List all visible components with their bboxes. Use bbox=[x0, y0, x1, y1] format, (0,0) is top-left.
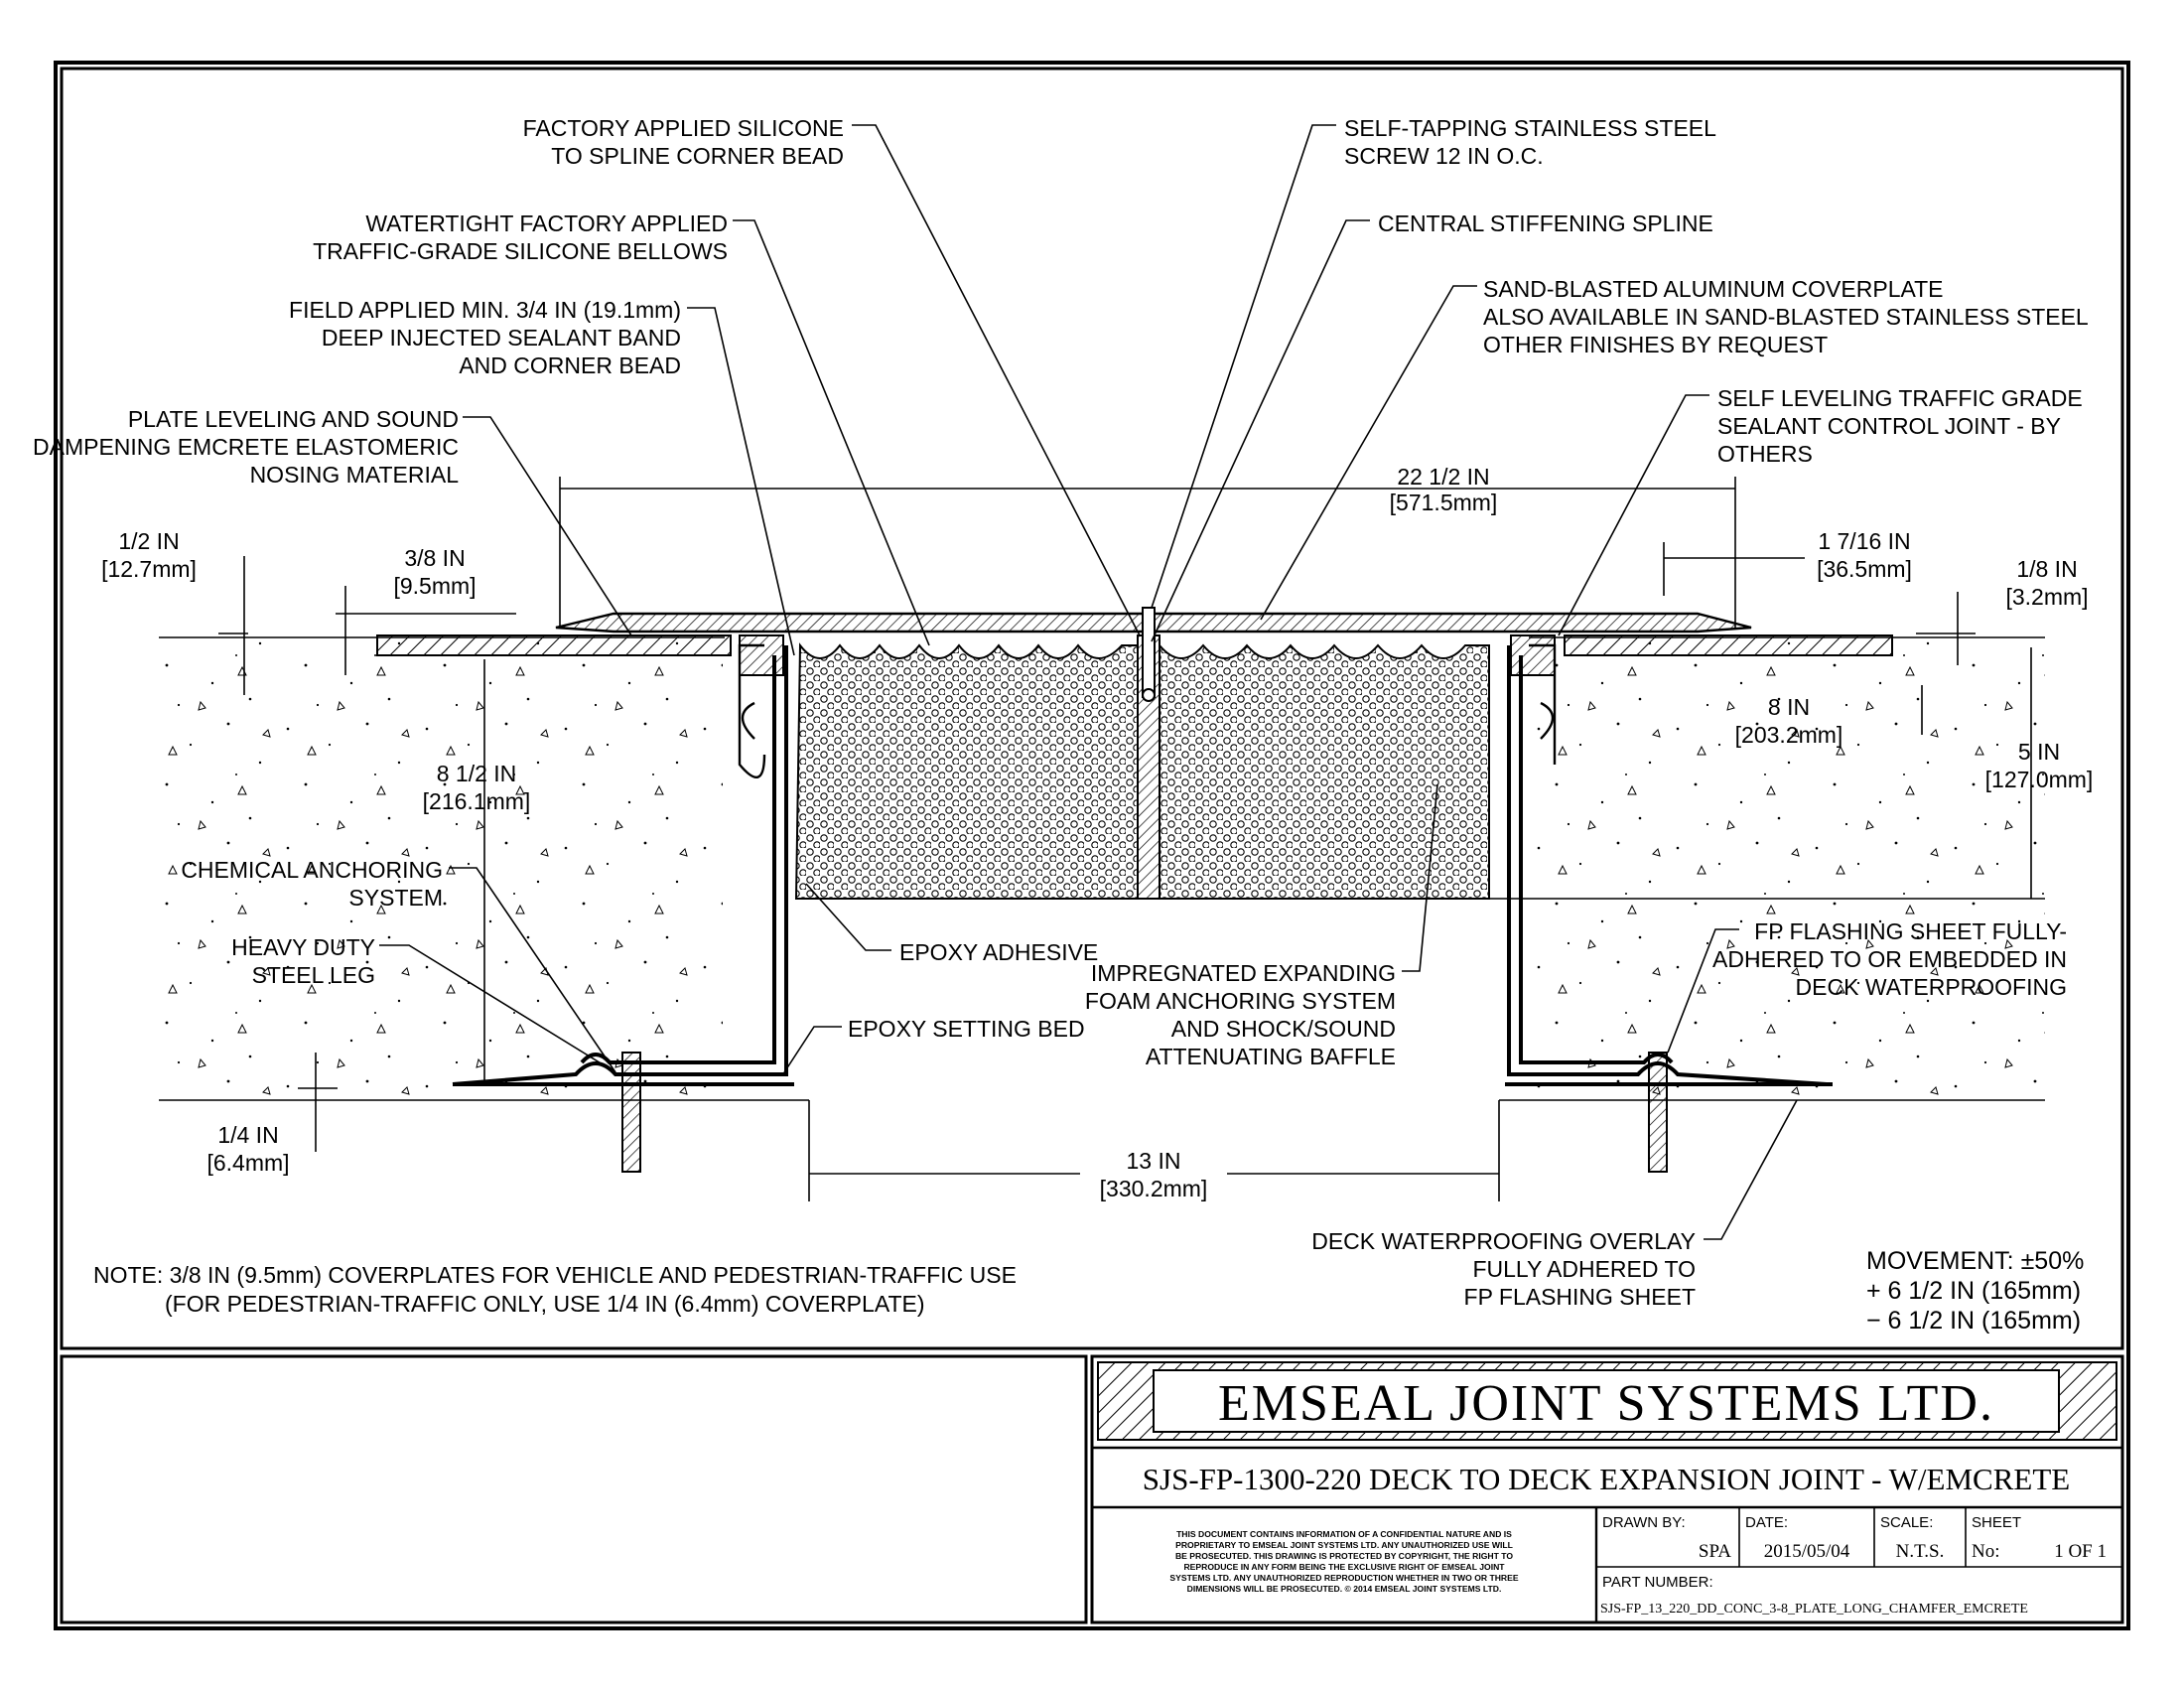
callout-silicone-l2: TO SPLINE CORNER BEAD bbox=[551, 143, 844, 169]
dim-8: 8 IN bbox=[1768, 694, 1810, 720]
dim-half-mm: [12.7mm] bbox=[101, 556, 197, 582]
callouts: FACTORY APPLIED SILICONE TO SPLINE CORNE… bbox=[33, 115, 2089, 1310]
callout-epoxy-adhesive: EPOXY ADHESIVE bbox=[899, 939, 1098, 965]
drawing-title: SJS-FP-1300-220 DECK TO DECK EXPANSION J… bbox=[1143, 1462, 2070, 1496]
dim-1-8: 1/8 IN bbox=[2016, 556, 2077, 582]
callout-flashing-l1: FP FLASHING SHEET FULLY- bbox=[1754, 918, 2067, 944]
dim-1-7-16-mm: [36.5mm] bbox=[1817, 556, 1912, 582]
left-nosing bbox=[376, 634, 732, 656]
dim-quarter: 1/4 IN bbox=[217, 1122, 278, 1148]
dim-13-mm: [330.2mm] bbox=[1100, 1176, 1208, 1201]
callout-bellows-l2: TRAFFIC-GRADE SILICONE BELLOWS bbox=[313, 238, 728, 264]
screw bbox=[1142, 607, 1156, 698]
right-anchor bbox=[1648, 1052, 1668, 1173]
callout-leg-l1: HEAVY DUTY bbox=[231, 934, 375, 960]
callout-overlay-l2: FULLY ADHERED TO bbox=[1472, 1256, 1696, 1282]
date-value: 2015/05/04 bbox=[1764, 1541, 1850, 1562]
callout-bellows-l1: WATERTIGHT FACTORY APPLIED bbox=[365, 211, 728, 236]
callout-control-l3: OTHERS bbox=[1717, 441, 1813, 467]
drawing-frame bbox=[60, 67, 2124, 1350]
callout-spline: CENTRAL STIFFENING SPLINE bbox=[1378, 211, 1713, 236]
dimension-labels: 22 1/2 IN [571.5mm] 1/2 IN [12.7mm] 3/8 … bbox=[101, 464, 2093, 1201]
note-line-1: NOTE: 3/8 IN (9.5mm) COVERPLATES FOR VEH… bbox=[93, 1262, 1017, 1288]
sheet-value: 1 OF 1 bbox=[2054, 1541, 2107, 1562]
right-foam-block bbox=[1159, 642, 1490, 900]
confidential-3: BE PROSECUTED. THIS DRAWING IS PROTECTED… bbox=[1175, 1551, 1513, 1561]
callout-overlay-l1: DECK WATERPROOFING OVERLAY bbox=[1311, 1228, 1696, 1254]
movement-title: MOVEMENT: ±50% bbox=[1866, 1247, 2084, 1275]
confidential-5: SYSTEMS LTD. ANY UNAUTHORIZED REPRODUCTI… bbox=[1169, 1573, 1518, 1583]
callout-chem-l2: SYSTEM bbox=[348, 885, 443, 911]
dim-8-half-mm: [216.1mm] bbox=[423, 788, 531, 814]
callout-leg-l2: STEEL LEG bbox=[252, 962, 375, 988]
dim-quarter-mm: [6.4mm] bbox=[206, 1150, 289, 1176]
dim-1-7-16: 1 7/16 IN bbox=[1818, 528, 1910, 554]
callout-foam-l3: AND SHOCK/SOUND bbox=[1171, 1016, 1396, 1042]
movement-minus: − 6 1/2 IN (165mm) bbox=[1866, 1307, 2081, 1335]
title-block: EMSEAL JOINT SYSTEMS LTD. SJS-FP-1300-22… bbox=[60, 1354, 2124, 1624]
company-name: EMSEAL JOINT SYSTEMS LTD. bbox=[1218, 1375, 1994, 1432]
dim-half: 1/2 IN bbox=[118, 528, 179, 554]
right-deck-slab bbox=[1529, 637, 2045, 1100]
callout-control-l2: SEALANT CONTROL JOINT - BY bbox=[1717, 413, 2061, 439]
dim-22-half-mm: [571.5mm] bbox=[1390, 490, 1498, 515]
callout-coverplate-l2: ALSO AVAILABLE IN SAND-BLASTED STAINLESS… bbox=[1483, 304, 2089, 330]
note-line-2: (FOR PEDESTRIAN-TRAFFIC ONLY, USE 1/4 IN… bbox=[165, 1291, 925, 1317]
sheet-no-label: No: bbox=[1972, 1541, 2000, 1562]
dim-1-8-mm: [3.2mm] bbox=[2005, 584, 2088, 610]
dim-8-half: 8 1/2 IN bbox=[437, 761, 517, 786]
movement-plus: + 6 1/2 IN (165mm) bbox=[1866, 1277, 2081, 1305]
scale-value: N.T.S. bbox=[1896, 1541, 1945, 1562]
callout-foam-l1: IMPREGNATED EXPANDING bbox=[1091, 960, 1396, 986]
callout-sealant-l3: AND CORNER BEAD bbox=[459, 352, 681, 378]
dim-5: 5 IN bbox=[2018, 739, 2060, 765]
drawn-by-label: DRAWN BY: bbox=[1602, 1514, 1686, 1531]
callout-epoxy-bed: EPOXY SETTING BED bbox=[848, 1016, 1085, 1042]
callout-nosing-l1: PLATE LEVELING AND SOUND bbox=[128, 406, 459, 432]
dim-5-mm: [127.0mm] bbox=[1985, 767, 2094, 792]
callout-chem-l1: CHEMICAL ANCHORING bbox=[181, 857, 443, 883]
callout-sealant-l2: DEEP INJECTED SEALANT BAND bbox=[322, 325, 681, 351]
dim-3-8: 3/8 IN bbox=[404, 545, 465, 571]
callout-silicone-l1: FACTORY APPLIED SILICONE bbox=[523, 115, 844, 141]
dim-8-mm: [203.2mm] bbox=[1735, 722, 1843, 748]
leaders bbox=[379, 124, 1798, 1240]
confidential-4: REPRODUCE IN ANY FORM BEING THE EXCLUSIV… bbox=[1183, 1562, 1505, 1572]
right-nosing bbox=[1564, 634, 1893, 656]
part-number-value: SJS-FP_13_220_DD_CONC_3-8_PLATE_LONG_CHA… bbox=[1600, 1602, 2028, 1617]
callout-foam-l4: ATTENUATING BAFFLE bbox=[1146, 1044, 1396, 1069]
confidential-6: DIMENSIONS WILL BE PROSECUTED. © 2014 EM… bbox=[1187, 1584, 1502, 1594]
callout-nosing-l2: DAMPENING EMCRETE ELASTOMERIC bbox=[33, 434, 459, 460]
left-foam-block bbox=[794, 642, 1139, 900]
sheet-label: SHEET bbox=[1972, 1514, 2021, 1531]
callout-coverplate-l3: OTHER FINISHES BY REQUEST bbox=[1483, 332, 1828, 357]
callout-sealant-l1: FIELD APPLIED MIN. 3/4 IN (19.1mm) bbox=[289, 297, 681, 323]
part-number-label: PART NUMBER: bbox=[1602, 1574, 1713, 1591]
callout-coverplate-l1: SAND-BLASTED ALUMINUM COVERPLATE bbox=[1483, 276, 1944, 302]
confidential-2: PROPRIETARY TO EMSEAL JOINT SYSTEMS LTD.… bbox=[1175, 1540, 1513, 1550]
dim-13: 13 IN bbox=[1127, 1148, 1181, 1174]
callout-screw-l2: SCREW 12 IN O.C. bbox=[1344, 143, 1544, 169]
callout-flashing-l3: DECK WATERPROOFING bbox=[1796, 974, 2067, 1000]
confidential-1: THIS DOCUMENT CONTAINS INFORMATION OF A … bbox=[1176, 1529, 1512, 1539]
callout-control-l1: SELF LEVELING TRAFFIC GRADE bbox=[1717, 385, 2083, 411]
callout-foam-l2: FOAM ANCHORING SYSTEM bbox=[1085, 988, 1396, 1014]
callout-flashing-l2: ADHERED TO OR EMBEDDED IN bbox=[1712, 946, 2067, 972]
left-anchor bbox=[621, 1052, 641, 1173]
callout-screw-l1: SELF-TAPPING STAINLESS STEEL bbox=[1344, 115, 1716, 141]
left-deck-slab bbox=[159, 637, 723, 1100]
drawn-by-value: SPA bbox=[1699, 1541, 1731, 1562]
dim-22-half: 22 1/2 IN bbox=[1397, 464, 1489, 490]
joint-section bbox=[159, 607, 2045, 1201]
callout-nosing-l3: NOSING MATERIAL bbox=[250, 462, 460, 488]
callout-overlay-l3: FP FLASHING SHEET bbox=[1464, 1284, 1696, 1310]
date-label: DATE: bbox=[1745, 1514, 1788, 1531]
dim-3-8-mm: [9.5mm] bbox=[393, 573, 476, 599]
scale-label: SCALE: bbox=[1880, 1514, 1933, 1531]
outer-border bbox=[54, 61, 2130, 1630]
